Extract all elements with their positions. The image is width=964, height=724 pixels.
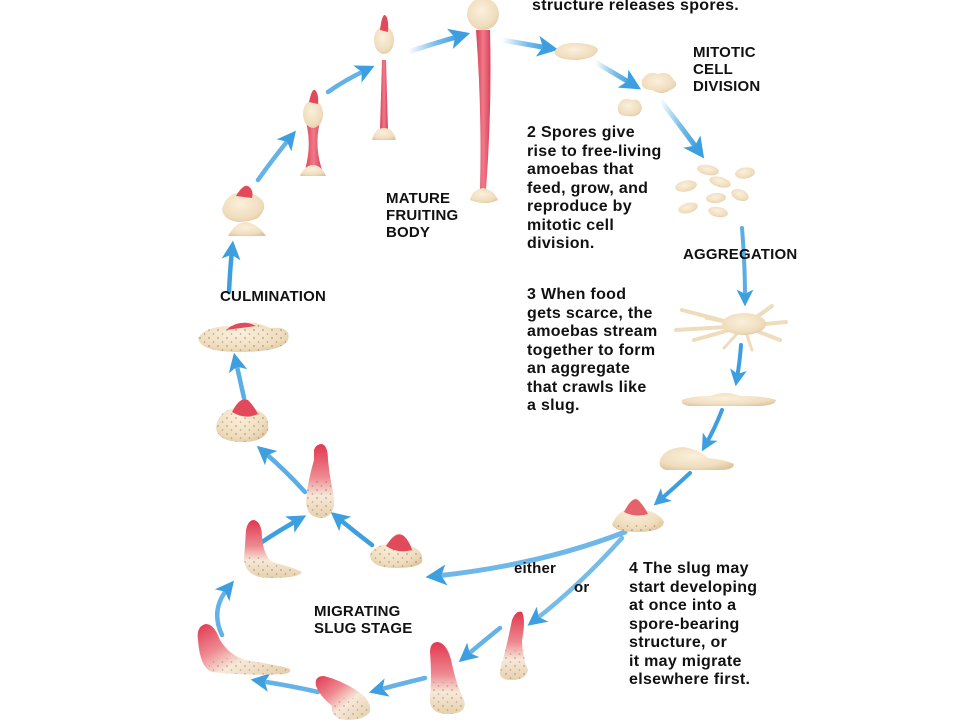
arrow-spore-to-amoeba bbox=[592, 59, 642, 90]
tipped-mound-right bbox=[612, 498, 664, 532]
migrating-slug-0 bbox=[197, 624, 291, 675]
stalk-forming-stage bbox=[300, 89, 326, 176]
dividing-amoebas bbox=[617, 72, 677, 117]
arrow-elongated-to-mature bbox=[405, 28, 471, 55]
step-4-text: 4 The slug may start developing at once … bbox=[629, 560, 758, 688]
arrow-mushroom-to-stalk bbox=[255, 130, 296, 183]
culmination-flat-mound bbox=[198, 322, 289, 352]
aggregate-mound bbox=[681, 393, 776, 406]
arrow-either-mound-to-finger bbox=[330, 511, 375, 548]
crawling-slug bbox=[659, 447, 734, 470]
amoeba-cluster bbox=[675, 164, 755, 218]
spore bbox=[554, 42, 598, 60]
aggregation-streaming bbox=[674, 304, 788, 352]
arrow-amoebas-to-aggregation bbox=[736, 226, 754, 307]
cycle-arrows bbox=[214, 28, 754, 697]
elongated-fruiting-body bbox=[372, 14, 396, 140]
label-culmination: CULMINATION bbox=[220, 288, 327, 305]
label-mitotic-cell-division: MITOTIC CELL DIVISION bbox=[693, 44, 761, 95]
either-tipped-mound bbox=[370, 533, 423, 568]
bent-slug bbox=[244, 520, 302, 578]
label-aggregation: AGGREGATION bbox=[683, 246, 798, 263]
arrow-bent-to-finger bbox=[259, 515, 307, 545]
arrow-slug2-to-slug1 bbox=[368, 675, 428, 697]
migrating-slug-3 bbox=[499, 611, 528, 680]
arrow-either bbox=[425, 529, 628, 586]
label-or: or bbox=[574, 579, 590, 596]
arrow-slug-to-tipped bbox=[653, 471, 692, 506]
arrow-aggregation-to-mound bbox=[730, 343, 747, 387]
arrow-culmination-up bbox=[221, 240, 241, 295]
arrow-stalk-to-elongated bbox=[325, 65, 375, 95]
arrow-slug0-to-bent bbox=[214, 580, 234, 638]
migrating-slug-1 bbox=[315, 676, 371, 720]
step-3-text: 3 When food gets scarce, the amoebas str… bbox=[527, 286, 658, 414]
tipped-mound-left bbox=[216, 399, 269, 442]
arrow-amoeba-to-amoebas bbox=[657, 97, 705, 159]
label-either: either bbox=[514, 560, 557, 577]
arrow-mound-to-slug bbox=[701, 408, 724, 452]
mature-fruiting-body bbox=[467, 0, 499, 203]
arrow-mound-to-culmination bbox=[228, 352, 248, 401]
arrow-slug3-to-slug2 bbox=[458, 625, 503, 663]
label-mature-fruiting-body: MATURE FRUITING BODY bbox=[386, 190, 459, 241]
culmination-mushroom bbox=[222, 185, 266, 236]
arrow-slug1-to-slug0 bbox=[250, 673, 321, 695]
arrow-or bbox=[527, 535, 625, 626]
label-migrating-slug-stage: MIGRATING SLUG STAGE bbox=[314, 603, 413, 637]
arrow-finger-to-mound bbox=[256, 445, 308, 495]
step-2-text: 2 Spores give rise to free-living amoeba… bbox=[527, 124, 662, 252]
migrating-slug-2 bbox=[429, 642, 465, 714]
arrow-fruiting-to-spore bbox=[499, 35, 559, 57]
standing-finger-slug bbox=[306, 444, 335, 518]
top-caption: structure releases spores. bbox=[532, 0, 740, 14]
